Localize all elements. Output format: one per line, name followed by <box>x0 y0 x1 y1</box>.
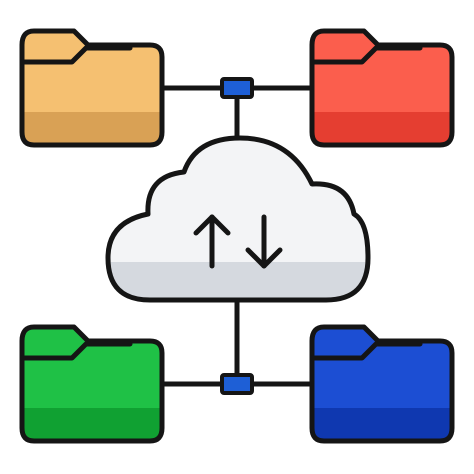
connector-node-icon <box>220 373 254 395</box>
cloud-icon <box>105 135 371 303</box>
folder-icon <box>309 28 455 148</box>
folder-icon <box>309 324 455 444</box>
up-arrow-icon <box>193 214 231 269</box>
down-arrow-icon <box>245 214 283 269</box>
folder-icon <box>19 28 165 148</box>
folder-icon <box>19 324 165 444</box>
connector-node-icon <box>220 77 254 99</box>
